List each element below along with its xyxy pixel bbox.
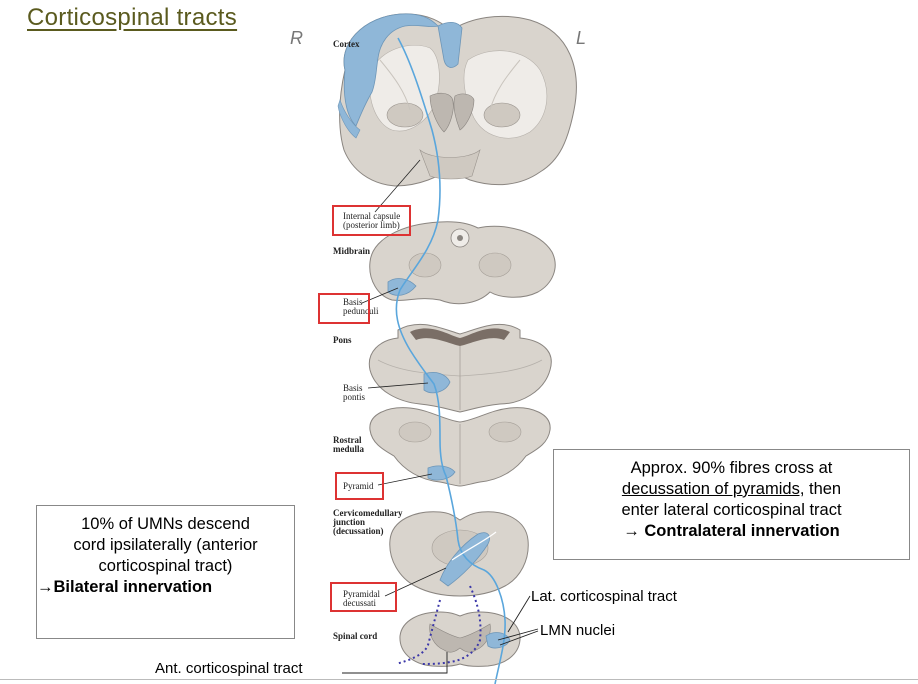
label-pyramidal-decussation-2: decussati — [343, 598, 376, 608]
annotation-lmn-nuclei: LMN nuclei — [540, 622, 616, 639]
leader-lat-tract — [507, 595, 531, 633]
level-label-rostral-2: medulla — [333, 444, 365, 454]
callout-left-bilateral: Bilateral innervation — [53, 578, 213, 596]
callout-left-line1: 10% of UMNs descend — [81, 515, 250, 533]
label-basis-pontis-2: pontis — [343, 392, 366, 402]
callout-right-then: then — [804, 480, 842, 498]
pons-section — [368, 323, 552, 413]
brain-coronal-section — [337, 13, 577, 187]
level-label-cmj-2: junction — [333, 517, 366, 527]
leader-lmn — [497, 628, 539, 641]
rostral-medulla-section — [369, 407, 551, 487]
callout-left-line2: cord ipsilaterally (anterior — [73, 536, 258, 554]
level-label-rostral-1: Rostral — [333, 435, 362, 445]
leader-ant-tract — [342, 652, 448, 674]
callout-left-line4: →Bilateral innervation — [37, 577, 294, 598]
label-pyramidal-decussation-1: Pyramidal — [343, 589, 380, 599]
midbrain-section — [369, 221, 556, 305]
leader-pyramid — [377, 473, 433, 486]
callout-right-line4: → Contralateral innervation — [554, 521, 909, 542]
level-label-cmj-3: (decussation) — [333, 526, 384, 536]
highlight-box-internal-capsule — [332, 205, 411, 236]
annotation-lat-tract: Lat. corticospinal tract — [531, 588, 677, 605]
callout-right-contralateral: Contralateral innervation — [644, 522, 840, 540]
corticospinal-tract-path — [395, 37, 506, 684]
callout-left-line3: corticospinal tract) — [98, 557, 233, 575]
level-label-spinal-cord: Spinal cord — [333, 631, 378, 641]
label-basis-pedunculi-2: pedunculi — [343, 306, 379, 316]
highlight-box-basis-pedunculi — [318, 293, 370, 324]
callout-right-line3: enter lateral corticospinal tract — [621, 501, 842, 519]
level-label-midbrain: Midbrain — [333, 246, 371, 256]
leader-internal-capsule — [374, 159, 421, 213]
side-label-left: L — [576, 28, 587, 48]
label-internal-capsule-2: (posterior limb) — [343, 220, 400, 230]
arrow-right-icon: → — [37, 578, 54, 596]
side-label-right: R — [290, 28, 303, 48]
label-basis-pontis-1: Basis — [343, 383, 363, 393]
label-internal-capsule-1: Internal capsule — [343, 211, 401, 221]
page-title: Corticospinal tracts — [27, 4, 238, 31]
label-basis-pedunculi-1: Basis — [343, 297, 363, 307]
crossing-fibres — [451, 531, 497, 561]
arrow-right-icon: → — [623, 522, 645, 540]
highlight-box-pyramidal-decussation — [330, 582, 397, 612]
highlight-box-pyramid — [335, 472, 384, 500]
level-label-cmj-1: Cervicomedullary — [333, 508, 403, 518]
anterior-tract-dotted — [395, 599, 441, 665]
callout-right-decussation: decussation of pyramids, — [621, 480, 805, 498]
leader-lmn-2 — [499, 630, 539, 646]
callout-ipsilateral: 10% of UMNs descend cord ipsilaterally (… — [36, 505, 295, 639]
bottom-divider — [0, 679, 918, 680]
callout-right-line2: decussation of pyramids, then — [554, 479, 909, 500]
leader-basis-pontis — [367, 382, 429, 389]
callout-right-line1: Approx. 90% fibres cross at — [630, 459, 833, 477]
cervicomedullary-section — [389, 511, 529, 597]
level-label-cortex: Cortex — [333, 39, 360, 49]
level-label-pons: Pons — [333, 335, 352, 345]
label-pyramid: Pyramid — [343, 481, 374, 491]
annotation-ant-tract: Ant. corticospinal tract — [155, 660, 303, 677]
callout-contralateral: Approx. 90% fibres cross at decussation … — [553, 449, 910, 560]
